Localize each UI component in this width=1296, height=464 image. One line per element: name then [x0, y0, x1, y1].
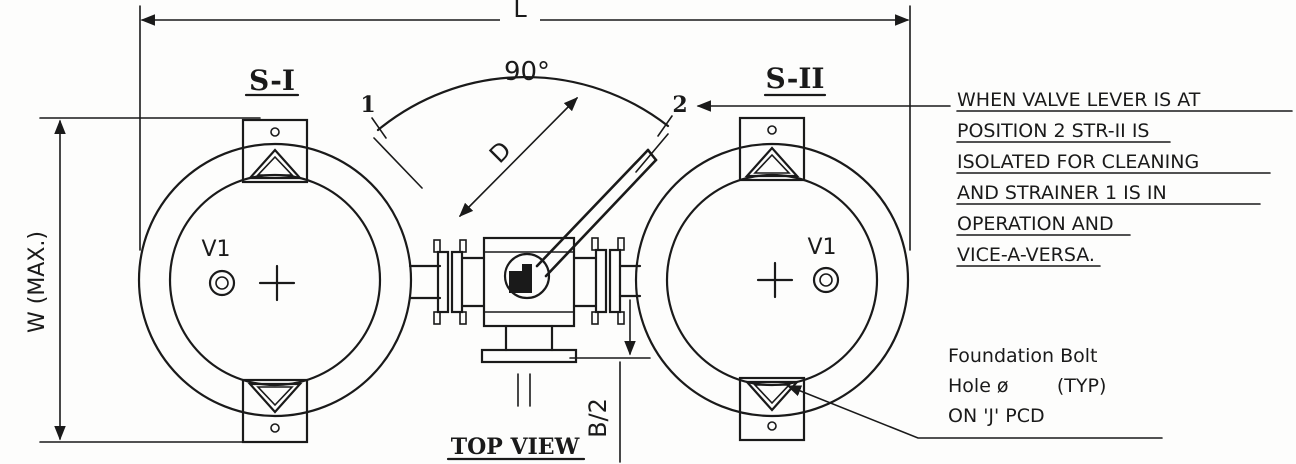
strainer-1: S-I V1	[137, 64, 413, 444]
bolt-line-1: Foundation Bolt	[948, 345, 1098, 367]
width-label: W (MAX.)	[25, 231, 50, 333]
note-line-4: AND STRAINER 1 IS IN	[957, 182, 1167, 204]
bolt-line-2: Hole ø (TYP)	[948, 375, 1106, 397]
note-line-2: POSITION 2 STR-II IS	[957, 120, 1150, 142]
width-dimension: W (MAX.)	[25, 117, 261, 443]
length-dimension: L	[139, 0, 911, 251]
position-1-label: 1	[360, 92, 375, 118]
changeover-valve	[408, 148, 658, 407]
view-title: TOP VIEW	[446, 434, 586, 461]
b-half-label: B/2	[584, 398, 612, 438]
angle-label: 90°	[504, 57, 550, 87]
note-line-1: WHEN VALVE LEVER IS AT	[957, 89, 1201, 111]
bolt-line-3: ON 'J' PCD	[948, 405, 1045, 427]
vent-right-label: V1	[807, 235, 836, 260]
strainer-1-label: S-I	[249, 64, 295, 97]
position-2-label: 2	[672, 92, 687, 118]
note-line-3: ISOLATED FOR CLEANING	[957, 151, 1199, 173]
note-line-5: OPERATION AND	[957, 213, 1114, 235]
vent-left-label: V1	[201, 237, 230, 262]
strainer-2: S-II V1	[634, 62, 910, 442]
view-title-text: TOP VIEW	[451, 434, 580, 460]
strainer-2-label: S-II	[765, 62, 824, 95]
lever-swing: 90° 1 2	[360, 57, 688, 189]
operation-note: WHEN VALVE LEVER IS AT POSITION 2 STR-II…	[696, 89, 1293, 267]
foundation-bolt-note: Foundation Bolt Hole ø (TYP) ON 'J' PCD	[786, 345, 1163, 439]
note-line-6: VICE-A-VERSA.	[957, 244, 1095, 266]
diameter-dimension: D	[458, 96, 579, 218]
b-half-dimension: B/2	[569, 299, 651, 463]
length-label: L	[513, 0, 527, 23]
